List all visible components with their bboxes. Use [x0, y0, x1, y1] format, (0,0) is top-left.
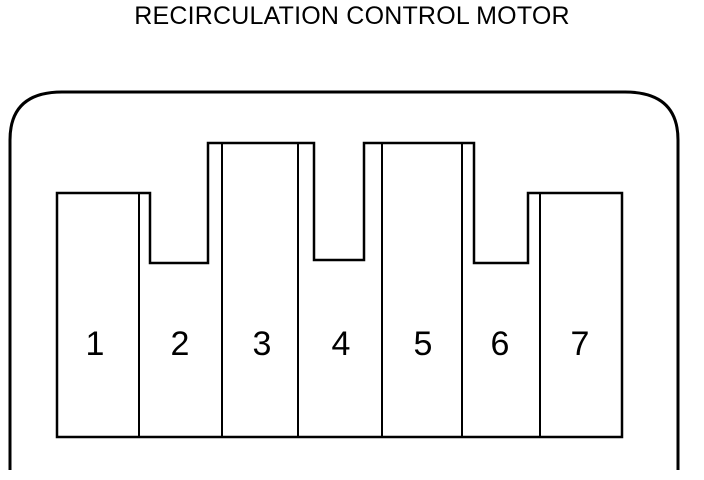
pin-label-5: 5: [414, 325, 433, 363]
pin-label-2: 2: [171, 325, 190, 363]
pin-label-4: 4: [332, 325, 351, 363]
connector-housing: [8, 90, 680, 470]
terminal-cavity-outline: [55, 141, 624, 439]
pin-label-1: 1: [86, 325, 105, 363]
diagram-title: RECIRCULATION CONTROL MOTOR: [134, 2, 570, 30]
pin-label-3: 3: [253, 325, 272, 363]
pin-label-6: 6: [491, 325, 510, 363]
pin-label-7: 7: [571, 325, 590, 363]
